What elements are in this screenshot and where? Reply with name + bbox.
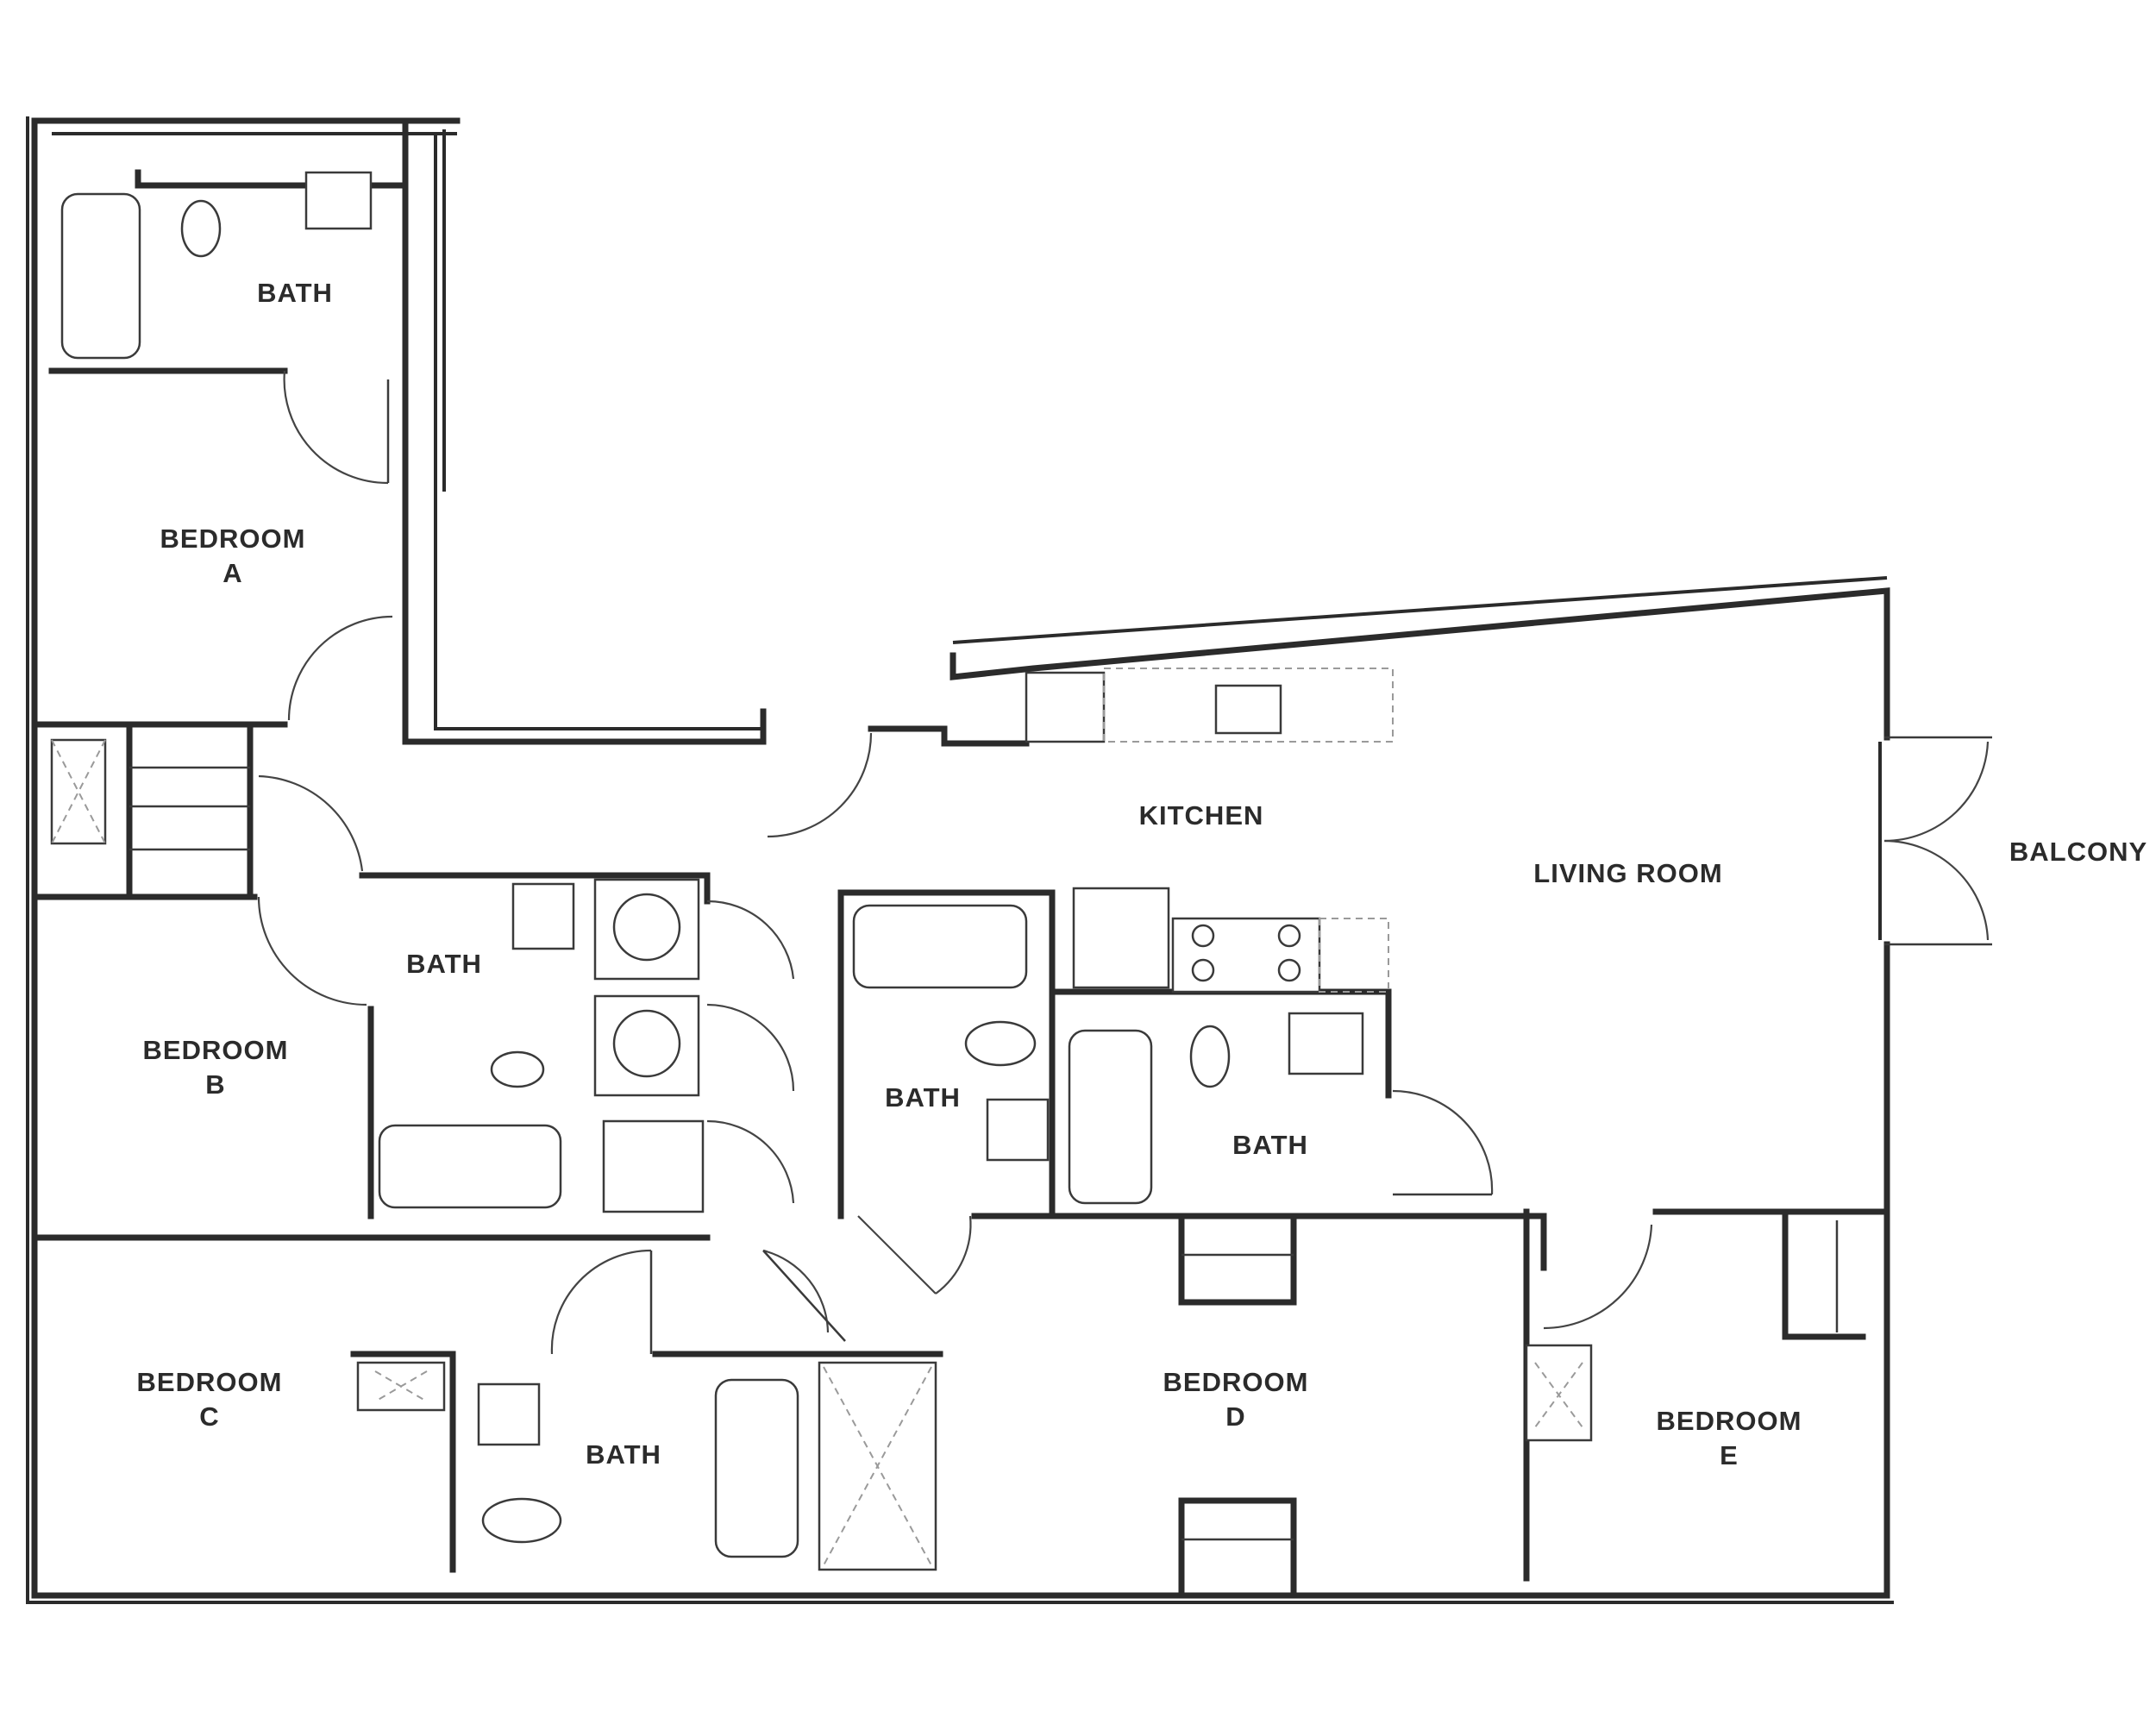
toilet [180,199,222,258]
label-bath-b: BATH [406,949,482,979]
label-bedroom-a-line2: A [222,558,242,588]
label-bath-a: BATH [257,278,333,308]
toilet [490,1050,545,1088]
label-bedroom-c-line2: C [199,1401,219,1432]
label-bath-d: BATH [1232,1130,1308,1160]
toilet [964,1020,1037,1067]
label-bedroom-e-line2: E [1720,1440,1739,1470]
bedroom-d-e-walls [1178,1208,1890,1599]
sink [304,171,373,230]
sink [511,882,575,950]
sink [1288,1012,1364,1075]
label-living-room: LIVING ROOM [1533,858,1722,888]
exterior-walls [26,116,1894,1604]
kitchen-appliances [767,668,1394,994]
door-bath-a [283,370,389,485]
label-bedroom-b-line1: BEDROOM [143,1035,289,1065]
label-bedroom-b-line2: B [205,1069,225,1100]
label-bedroom-c-line1: BEDROOM [137,1367,283,1397]
bathtub [1068,1029,1153,1205]
label-bath-center: BATH [885,1082,961,1113]
label-bedroom-d-line2: D [1225,1401,1245,1432]
toilet [481,1497,562,1544]
sink [1214,684,1282,735]
bathtub [60,192,141,360]
label-bedroom-e-line1: BEDROOM [1657,1406,1802,1436]
label-bedroom-a-line1: BEDROOM [160,523,306,554]
label-bedroom-d-line1: BEDROOM [1163,1367,1309,1397]
bath-d [1049,988,1547,1271]
bedroom-a-closet [31,615,393,900]
sink [477,1382,541,1446]
bathtub [378,1124,562,1209]
bathtub [852,904,1028,989]
label-bath-c: BATH [586,1439,661,1470]
bath-a [48,169,409,485]
room-labels: BATH BEDROOM A BATH BEDROOM B KITCHEN LI… [137,278,2147,1470]
label-balcony: BALCONY [2009,837,2147,867]
bathtub [714,1378,799,1558]
toilet [1189,1025,1231,1088]
refrigerator [1072,887,1170,989]
label-kitchen: KITCHEN [1139,800,1264,831]
sink [986,1098,1050,1162]
bath-b [31,774,795,1241]
balcony-doors [1883,736,1992,946]
bath-c [350,1249,943,1573]
